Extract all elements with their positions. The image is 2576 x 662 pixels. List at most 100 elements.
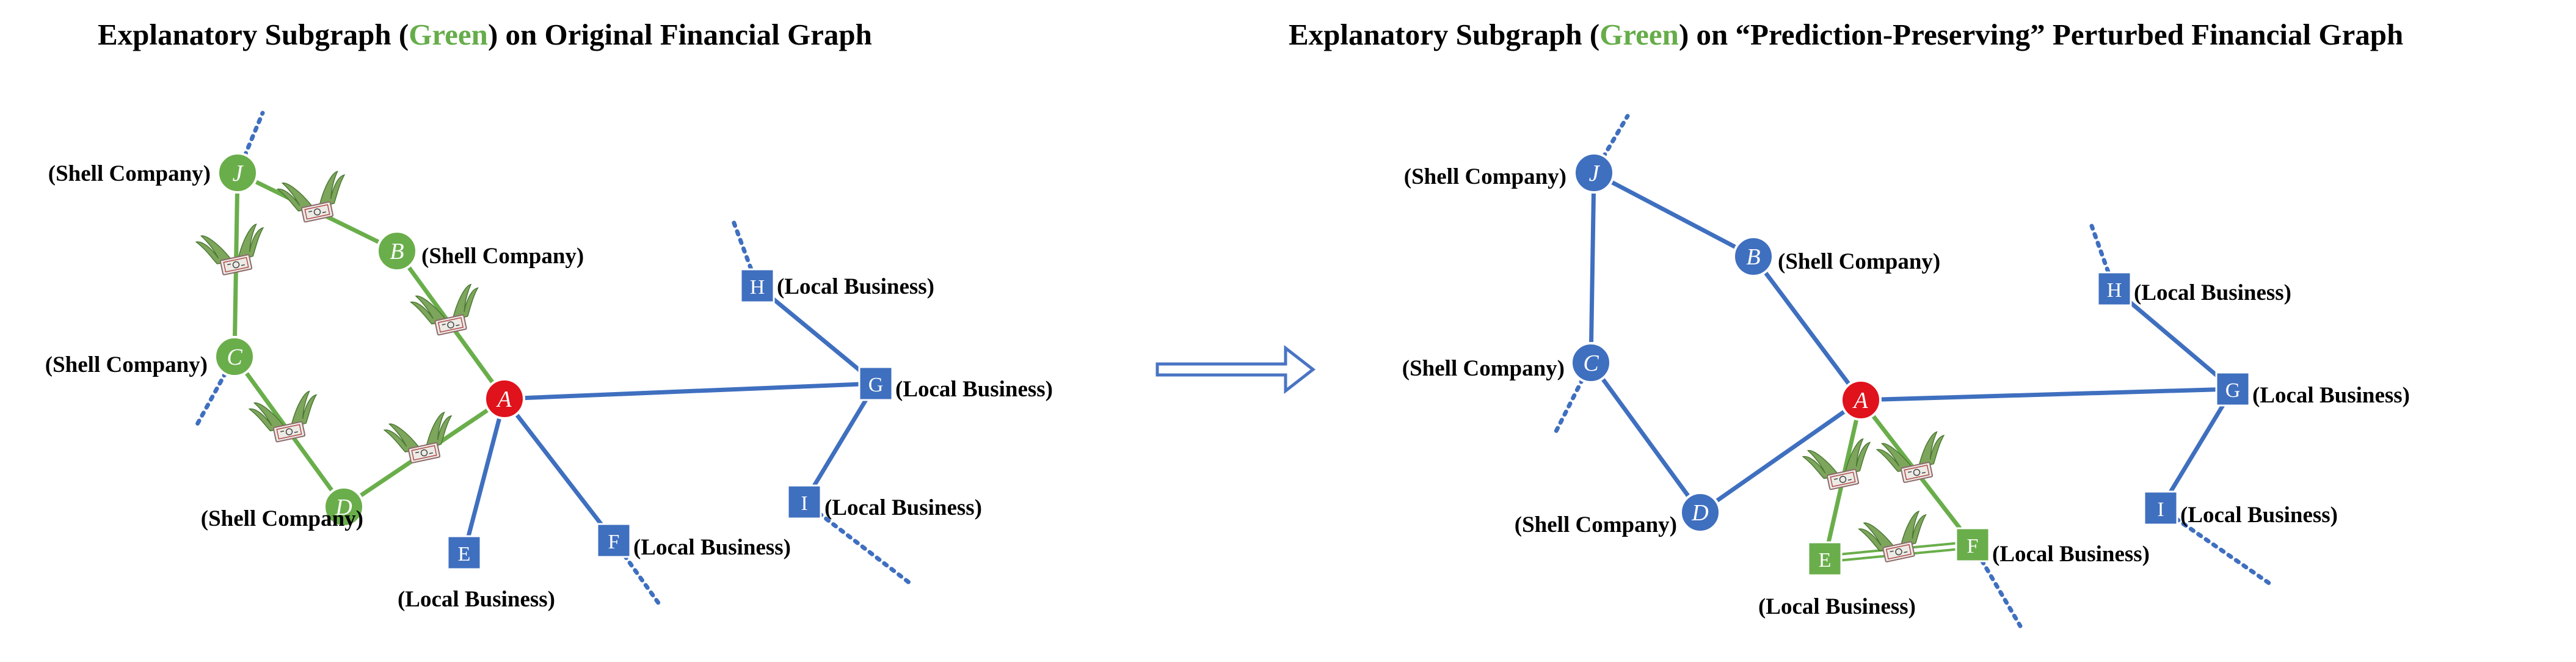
- node-J-letter: J: [1589, 161, 1601, 186]
- node-G-square: [858, 366, 893, 401]
- node-F-square: [596, 523, 631, 558]
- node-J-original: J: [217, 152, 258, 194]
- node-A-circle: [484, 378, 525, 420]
- left-title-prefix: Explanatory Subgraph (: [98, 18, 409, 51]
- node-G-square: [2215, 371, 2250, 407]
- right-title-green-word: Green: [1599, 18, 1679, 51]
- node-B-type-label: (Shell Company): [1778, 249, 1940, 274]
- node-I-type-label: (Local Business): [824, 495, 982, 520]
- node-A-perturbed: A: [1840, 379, 1882, 421]
- node-H-letter: H: [750, 276, 765, 299]
- node-D-type-label: (Shell Company): [1515, 512, 1677, 537]
- node-G-perturbed: G: [2215, 371, 2250, 407]
- node-D-original: D: [323, 486, 365, 528]
- node-H-type-label: (Local Business): [777, 274, 934, 299]
- edge-A-F: [503, 397, 616, 542]
- edge-G-I: [802, 382, 878, 503]
- node-G-letter: G: [868, 374, 884, 396]
- node-B-circle: [1733, 236, 1774, 277]
- node-B-original: B: [376, 230, 418, 272]
- node-E-square: [1807, 541, 1843, 577]
- node-D-type-label: (Shell Company): [201, 506, 363, 531]
- node-B-perturbed: B: [1733, 236, 1774, 277]
- node-I-letter: I: [2157, 498, 2164, 521]
- node-J-circle: [217, 152, 258, 194]
- node-J-circle: [1573, 152, 1615, 194]
- node-F-type-label: (Local Business): [633, 535, 791, 560]
- node-A-letter: A: [495, 387, 512, 412]
- node-C-type-label: (Shell Company): [45, 352, 208, 377]
- node-J-type-label: (Shell Company): [1404, 164, 1566, 189]
- node-C-type-label: (Shell Company): [1402, 356, 1565, 381]
- node-E-square: [446, 535, 482, 570]
- node-H-original: H: [740, 268, 775, 304]
- node-B-circle: [376, 230, 418, 272]
- node-I-perturbed: I: [2143, 490, 2178, 526]
- node-A-original: A: [484, 378, 525, 420]
- node-G-type-label: (Local Business): [2252, 383, 2410, 408]
- edge-J-B: [1593, 170, 1755, 259]
- money-with-wings-icon: [1801, 437, 1879, 495]
- node-F-square: [1955, 527, 1990, 562]
- node-E-perturbed: E: [1807, 541, 1843, 577]
- node-C-perturbed: C: [1570, 342, 1612, 384]
- node-A-circle: [1840, 379, 1882, 421]
- node-I-letter: I: [801, 492, 807, 515]
- node-F-letter: F: [1967, 535, 1979, 558]
- node-H-square: [2097, 271, 2132, 307]
- node-C-circle: [214, 336, 255, 377]
- left-title-green-word: Green: [409, 18, 488, 51]
- node-D-circle: [1679, 492, 1721, 533]
- node-E-type-label: (Local Business): [398, 587, 555, 612]
- edge-G-H: [2112, 287, 2235, 391]
- node-C-letter: C: [227, 344, 242, 370]
- node-D-perturbed: D: [1679, 492, 1721, 533]
- dotted-continuation-edge: [802, 500, 912, 586]
- money-with-wings-icon: [275, 169, 353, 227]
- node-J-letter: J: [233, 161, 244, 186]
- edge-D-A: [1698, 398, 1863, 514]
- edge-A-E: [462, 398, 507, 553]
- node-C-letter: C: [1583, 351, 1599, 376]
- node-B-type-label: (Shell Company): [421, 244, 584, 269]
- node-E-letter: E: [1819, 549, 1832, 572]
- node-H-perturbed: H: [2097, 271, 2132, 307]
- node-I-square: [787, 484, 822, 520]
- node-H-letter: H: [2107, 279, 2122, 302]
- node-H-square: [740, 268, 775, 304]
- node-D-letter: D: [335, 495, 352, 520]
- node-E-type-label: (Local Business): [1758, 594, 1916, 619]
- node-D-circle: [323, 486, 365, 528]
- node-F-letter: F: [608, 531, 620, 553]
- edge-C-D: [1589, 361, 1702, 514]
- node-D-letter: D: [1691, 500, 1708, 526]
- edge-B-A: [1752, 255, 1863, 402]
- edge-G-I: [2159, 388, 2235, 509]
- node-J-perturbed: J: [1573, 152, 1615, 194]
- node-F-original: F: [596, 523, 631, 558]
- node-F-type-label: (Local Business): [1992, 542, 2150, 567]
- node-G-letter: G: [2225, 379, 2241, 402]
- node-E-letter: E: [458, 543, 471, 566]
- edge-A-G: [1860, 387, 2233, 402]
- node-H-type-label: (Local Business): [2134, 280, 2291, 305]
- node-G-type-label: (Local Business): [895, 377, 1053, 402]
- node-J-type-label: (Shell Company): [48, 161, 211, 186]
- node-B-letter: B: [390, 239, 404, 264]
- right-title-prefix: Explanatory Subgraph (: [1289, 18, 1600, 51]
- money-with-wings-icon: [247, 389, 325, 447]
- dotted-continuation-edge: [1970, 542, 2023, 628]
- node-A-letter: A: [1852, 388, 1868, 413]
- edge-J-C: [1588, 172, 1596, 363]
- money-with-wings-icon: [409, 282, 487, 340]
- node-I-square: [2143, 490, 2178, 526]
- node-I-type-label: (Local Business): [2180, 503, 2338, 528]
- left-diagram-title: Explanatory Subgraph (Green) on Original…: [98, 17, 872, 52]
- money-with-wings-icon: [1875, 430, 1952, 487]
- node-E-original: E: [446, 535, 482, 570]
- node-G-original: G: [858, 366, 893, 401]
- node-I-original: I: [787, 484, 822, 520]
- money-with-wings-icon: [194, 222, 272, 280]
- dotted-continuation-edge: [2158, 506, 2274, 587]
